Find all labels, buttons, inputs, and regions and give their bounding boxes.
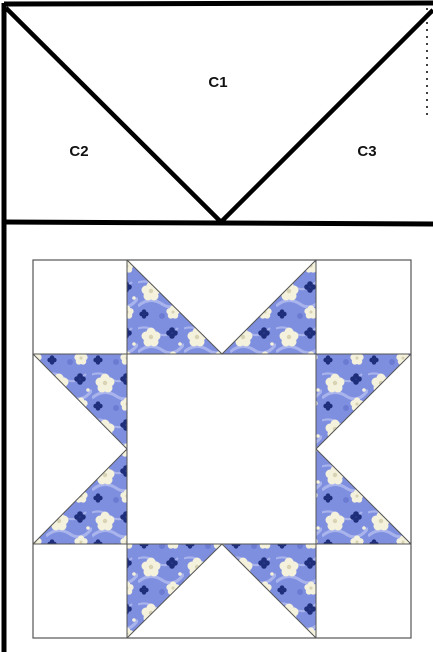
region-label-c1: C1 [208,74,227,91]
template-left-diagonal [6,8,221,222]
template-right-diagonal [221,10,433,222]
center-square [127,354,316,544]
template-top-edge [4,3,433,4]
region-label-c2: C2 [69,143,88,160]
region-label-c3: C3 [357,143,376,160]
quilt-block [33,260,411,638]
